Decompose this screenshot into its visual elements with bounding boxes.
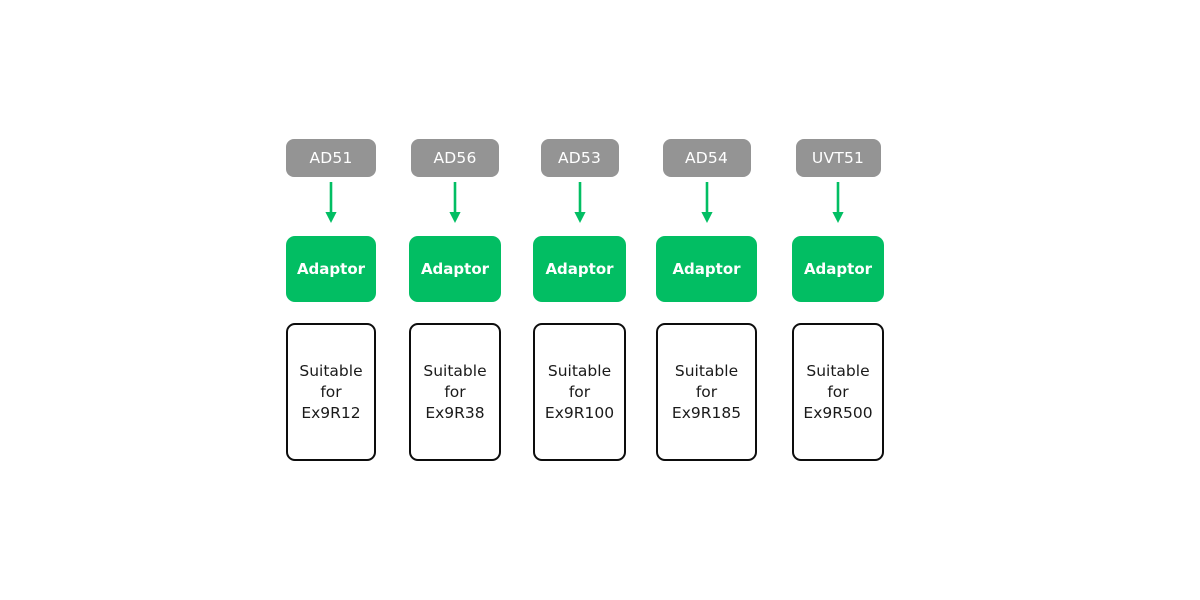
arrow-down-icon (446, 181, 464, 225)
suitability-card-line: for (444, 382, 466, 401)
adaptor-label: Adaptor (672, 260, 741, 278)
source-pill[interactable]: AD56 (411, 139, 499, 177)
adaptor-box[interactable]: Adaptor (656, 236, 757, 302)
suitability-card-line: for (695, 382, 718, 401)
source-pill[interactable]: AD54 (662, 139, 751, 177)
adaptor-box[interactable]: Adaptor (286, 236, 376, 302)
arrow-down-icon (698, 181, 716, 225)
adaptor-label: Adaptor (420, 260, 490, 278)
arrow-down-icon (322, 181, 340, 225)
source-pill-label: AD54 (684, 149, 729, 167)
adaptor-box[interactable]: Adaptor (533, 236, 626, 302)
suitability-card-line: Ex9R12 (301, 403, 361, 422)
suitability-card-line: Suitable (423, 361, 487, 380)
adaptor-label: Adaptor (545, 260, 614, 278)
suitability-card-line: for (320, 382, 342, 401)
source-pill[interactable]: UVT51 (795, 139, 881, 177)
suitability-card-line: Ex9R38 (425, 403, 485, 422)
source-pill-label: AD51 (309, 149, 353, 167)
adaptor-box[interactable]: Adaptor (409, 236, 501, 302)
source-pill-label: AD53 (557, 149, 602, 167)
suitability-card-line: for (827, 382, 849, 401)
suitability-card-line: Suitable (299, 361, 363, 380)
source-pill[interactable]: AD51 (286, 139, 376, 177)
arrow-down-icon (571, 181, 589, 225)
adaptor-box[interactable]: Adaptor (792, 236, 884, 302)
suitability-card-line: Suitable (674, 361, 739, 380)
adaptor-label: Adaptor (803, 260, 873, 278)
adaptor-label: Adaptor (296, 260, 366, 278)
suitability-card-line: for (568, 382, 591, 401)
suitability-card-line: Suitable (547, 361, 612, 380)
suitability-card-line: Ex9R185 (671, 403, 742, 422)
source-pill-label: UVT51 (811, 149, 865, 167)
source-pill-label: AD56 (433, 149, 477, 167)
suitability-card-line: Suitable (806, 361, 870, 380)
source-pill[interactable]: AD53 (540, 139, 619, 177)
suitability-card-line: Ex9R500 (803, 403, 873, 422)
suitability-card-line: Ex9R100 (544, 403, 615, 422)
arrow-down-icon (829, 181, 847, 225)
